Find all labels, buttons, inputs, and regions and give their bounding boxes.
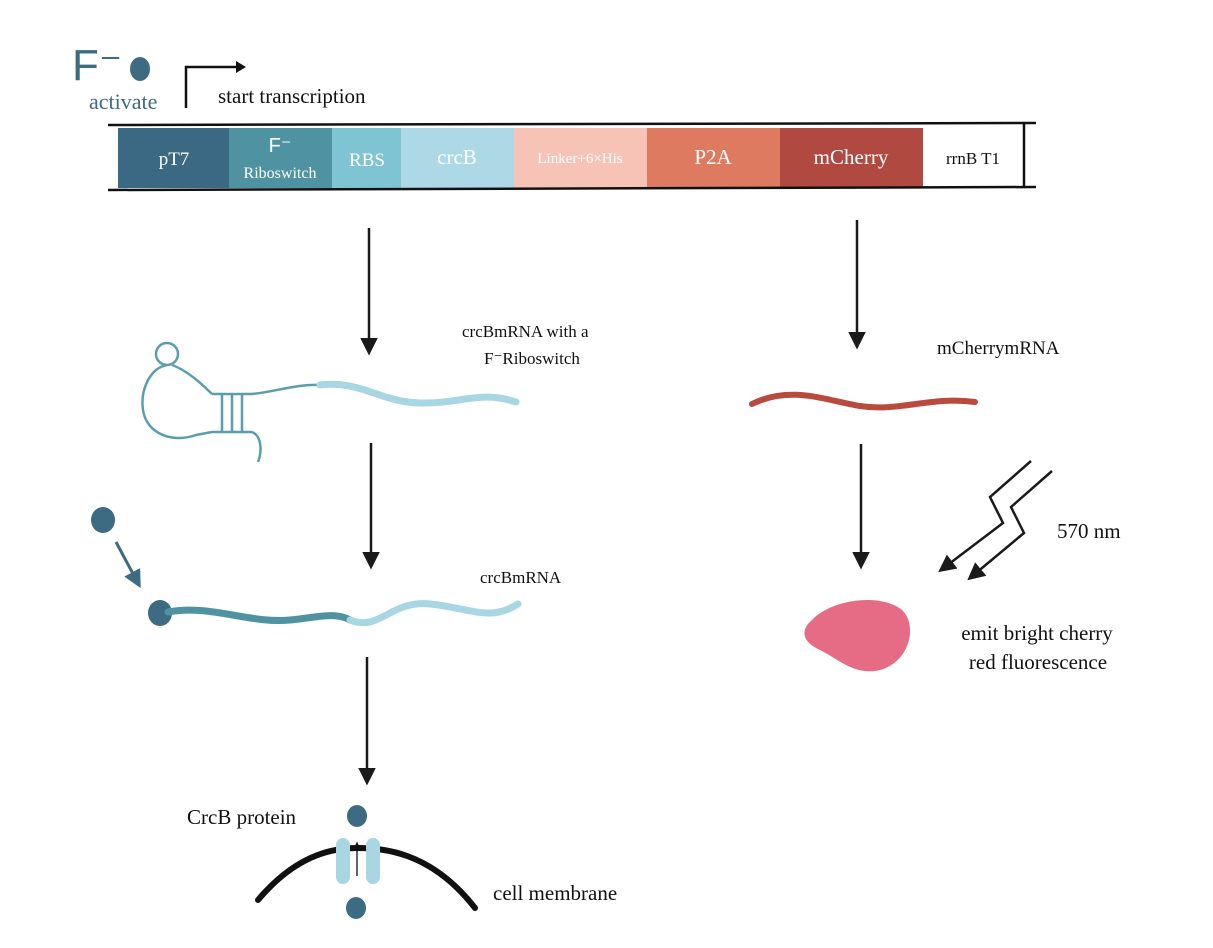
right-pathway: mCherrymRNA 570 nm emit bright cherry re… [749, 220, 1121, 674]
intracellular-fluoride-ion-icon [346, 897, 366, 919]
segment-label-RBS: RBS [349, 150, 385, 171]
segment-rrnB-T1 [923, 128, 1023, 188]
segment-label-pT7: pT7 [159, 149, 190, 170]
construct-bottom-line [107, 185, 1037, 192]
crcb-channel-left-icon [336, 838, 350, 884]
segment-crcB [401, 128, 514, 188]
segment-label-P2A: P2A [694, 145, 732, 169]
segment-label-riboswitch: Riboswitch [244, 165, 317, 182]
segment-pT7 [118, 128, 229, 188]
crcb-channel-right-icon [366, 838, 380, 884]
segment-RBS [332, 128, 401, 188]
excitation-light-arrow-2-icon [967, 470, 1053, 581]
crcb-mrna-label: crcBmRNA [480, 568, 562, 587]
ion-binding-arrow-icon [114, 541, 141, 589]
segment-label-crcB: crcB [437, 145, 477, 169]
crcb-rna-strand-2 [346, 600, 522, 627]
start-transcription-label: start transcription [218, 84, 366, 108]
crcb-rna-strand-1 [316, 380, 520, 407]
cell-membrane-icon [255, 844, 478, 911]
fluorescent-protein-blob-icon [804, 599, 911, 672]
segment-label-linker-his: Linker+6×His [537, 151, 622, 167]
fluoride-symbol: F⁻ [72, 41, 122, 90]
riboswitch-structure-icon [141, 341, 321, 463]
segment-P2A [647, 128, 780, 188]
segment-riboswitch [229, 128, 332, 188]
riboswitch-mrna-label-line1: crcBmRNA with a [462, 322, 589, 341]
segment-mCherry [780, 128, 923, 188]
segment-linker-his [514, 128, 647, 188]
segment-label-riboswitch-ion: F⁻ [269, 135, 292, 157]
emission-label-line1: emit bright cherry [961, 621, 1113, 645]
mcherry-rna-strand [749, 391, 978, 411]
bound-fluoride-ion-icon [148, 600, 172, 626]
activate-label: activate [89, 89, 157, 114]
transcription-arrowhead-icon [236, 61, 246, 73]
emission-label-line2: red fluorescence [969, 650, 1107, 674]
riboswitch-mrna-label-line2: F⁻Riboswitch [484, 349, 580, 368]
segment-label-mCherry: mCherry [814, 145, 889, 169]
ion-legend: F⁻ activate [72, 41, 157, 114]
excitation-light-arrow-1-icon [938, 460, 1032, 573]
genetic-construct: pT7 F⁻ Riboswitch RBS crcB Linker+6×His … [107, 121, 1037, 192]
left-pathway: crcBmRNA with a F⁻Riboswitch crcBmRNA Cr… [91, 228, 617, 919]
transcription-start-arrow-icon [184, 65, 238, 108]
segment-label-rrnB-T1: rrnB T1 [946, 149, 1000, 168]
cell-membrane-label: cell membrane [493, 881, 617, 905]
exported-fluoride-ion-icon [347, 805, 367, 827]
fluoride-ion-icon [130, 57, 150, 81]
free-fluoride-ion-icon [91, 507, 115, 533]
promoter-arrow: start transcription [184, 61, 366, 108]
riboswitch-rna-strand-2 [164, 606, 354, 625]
mcherry-mrna-label: mCherrymRNA [937, 338, 1060, 359]
construct-top-line [107, 121, 1037, 127]
excitation-wavelength-label: 570 nm [1057, 519, 1121, 543]
crcb-protein-label: CrcB protein [187, 805, 297, 829]
